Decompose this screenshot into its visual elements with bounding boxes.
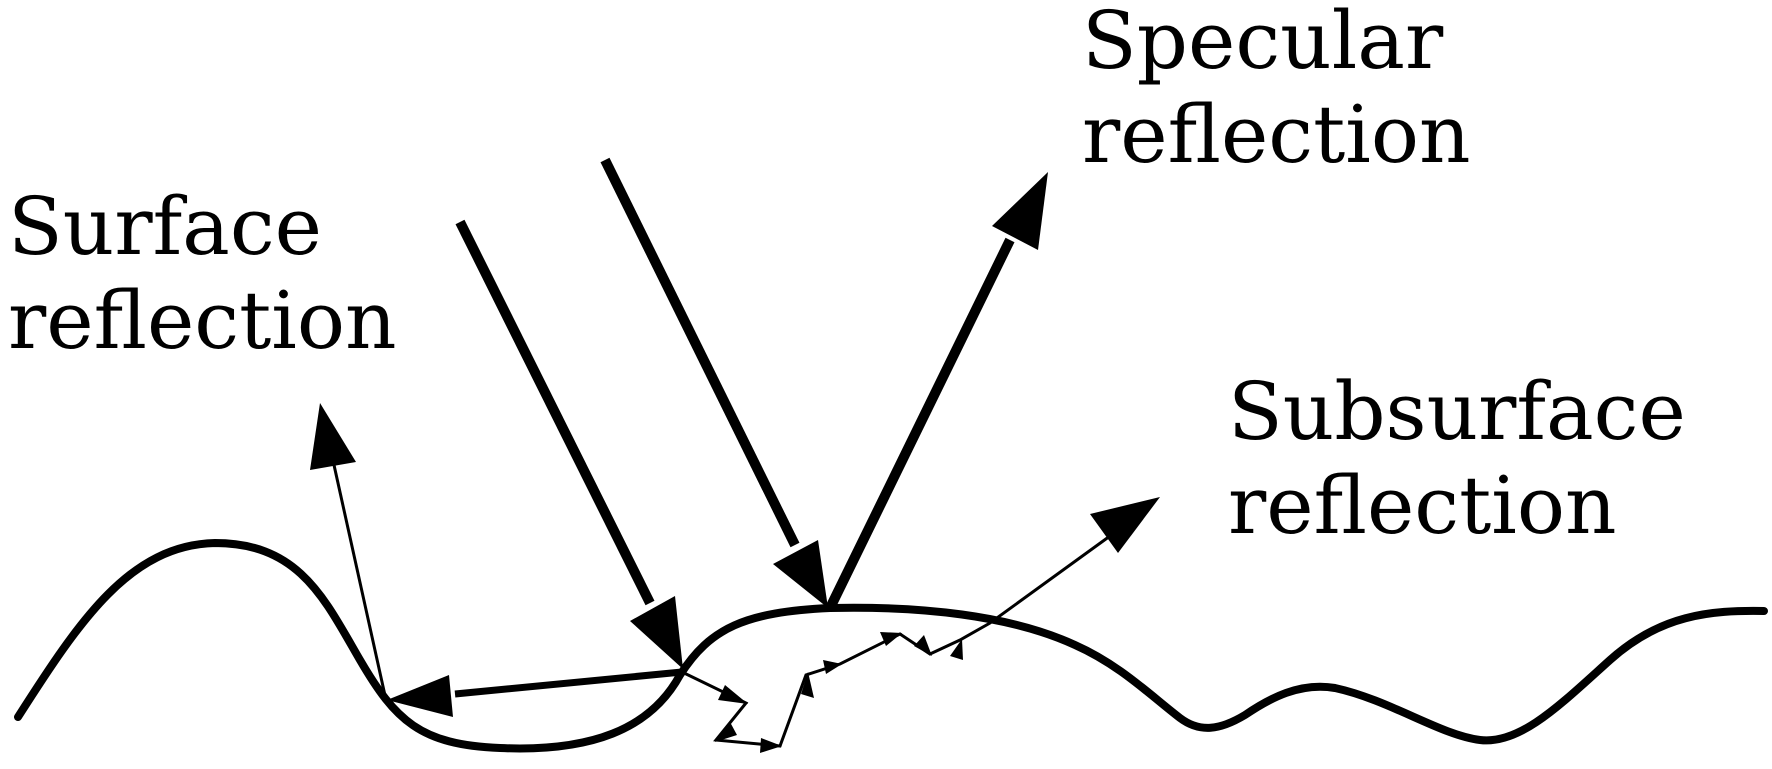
subsurface-reflection-label-line2: reflection	[1228, 459, 1617, 552]
incident-ray-left	[455, 219, 655, 606]
surface-reflection-up-ray-arrowhead	[310, 403, 356, 470]
subsurface-reflection-arrowhead	[1090, 497, 1160, 553]
surface-reflection-ray	[454, 668, 683, 698]
specular-ray	[825, 237, 1015, 611]
specular-reflection-label: Specular reflection	[1082, 0, 1471, 182]
incident-ray-right	[600, 157, 800, 548]
subsurface-arrowhead-7	[914, 635, 932, 656]
subsurface-arrowhead-8	[950, 639, 963, 660]
specular-reflection-label-line1: Specular	[1082, 0, 1444, 87]
subsurface-path	[681, 534, 1111, 748]
subsurface-arrowhead-1	[718, 685, 748, 704]
subsurface-arrowhead-3	[760, 738, 782, 753]
subsurface-arrowhead-6	[880, 632, 902, 646]
surface-reflection-label-line1: Surface	[8, 180, 323, 273]
surface-reflection-label: Surface reflection	[8, 180, 397, 368]
subsurface-reflection-label: Subsurface reflection	[1228, 365, 1686, 553]
surface-reflection-up-ray	[332, 464, 388, 701]
subsurface-arrowhead-5	[823, 660, 842, 674]
subsurface-arrowhead-2	[715, 722, 737, 742]
specular-reflection-label-line2: reflection	[1082, 88, 1471, 181]
surface-reflection-label-line2: reflection	[8, 274, 397, 367]
surface-curve	[14, 539, 1768, 753]
incident-ray-right-arrowhead	[773, 540, 828, 608]
subsurface-reflection-label-line1: Subsurface	[1228, 365, 1686, 458]
surface-reflection-ray-arrowhead	[387, 675, 453, 717]
incident-ray-left-arrowhead	[630, 596, 683, 669]
specular-ray-arrowhead	[992, 172, 1048, 250]
subsurface-arrowhead-4	[801, 672, 814, 698]
